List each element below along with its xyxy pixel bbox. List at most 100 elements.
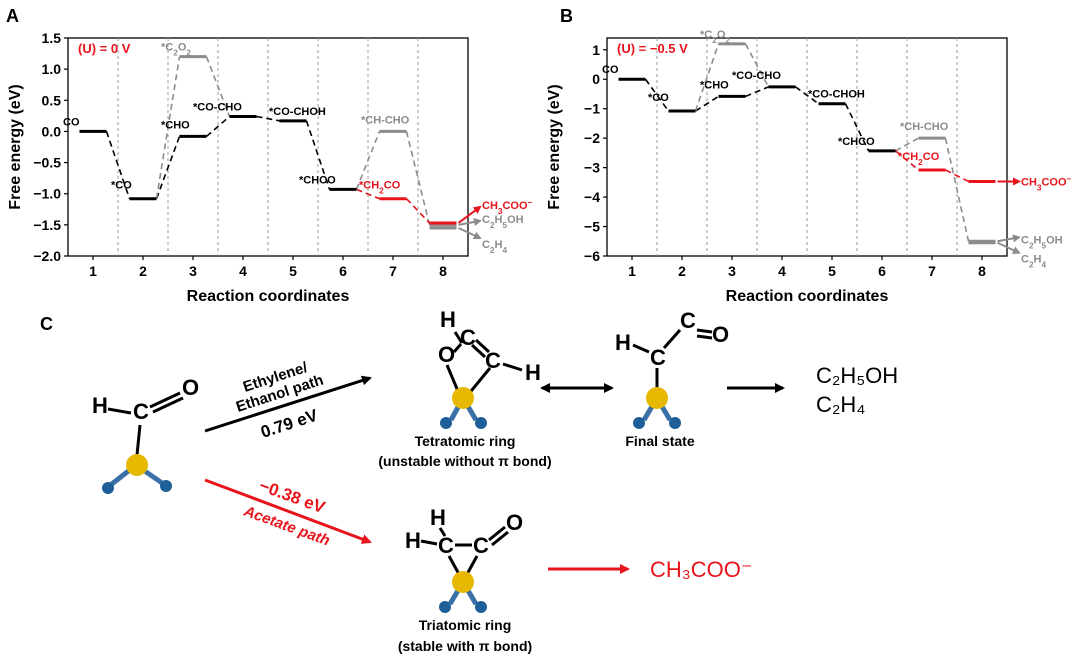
level-label: *C2O2 [161, 42, 191, 58]
pathway-connector [795, 86, 819, 105]
atom-label-c: C [485, 348, 501, 373]
product-label: C2H5OH [482, 214, 524, 230]
atom-label-o: O [712, 322, 729, 347]
level-label: *CHCO [299, 174, 336, 186]
pathway-connector [305, 120, 331, 190]
pathway-connector [644, 78, 670, 112]
pathway-connector [205, 56, 231, 117]
level-label: *CH-CHO [361, 114, 410, 126]
pathway-connector [356, 188, 380, 200]
atom-label-c: C [438, 533, 454, 558]
surface-atom [633, 417, 645, 429]
x-tick-label: 2 [139, 263, 147, 279]
x-tick-label: 1 [628, 263, 636, 279]
y-tick-label: 1.5 [42, 30, 62, 46]
level-label: *CO-CHO [193, 101, 242, 113]
y-tick-label: −2 [584, 130, 600, 146]
y-tick-label: −1.0 [33, 186, 61, 202]
x-tick-label: 3 [728, 263, 736, 279]
final-state-molecule: C H C O [615, 308, 729, 429]
product-arrow [997, 234, 1021, 243]
level-label: *CO-CHO [732, 70, 781, 82]
level-label: *CH2CO [898, 151, 940, 167]
panel-letter-c: C [40, 314, 53, 334]
y-tick-label: −2.0 [33, 248, 61, 264]
metal-atom [126, 454, 148, 476]
y-tick-label: 0 [592, 71, 600, 87]
atom-label-h: H [440, 307, 456, 332]
y-tick-label: 0.0 [42, 123, 62, 139]
level-label: *C2O2 [700, 29, 730, 45]
x-tick-label: 4 [778, 263, 786, 279]
atom-label-c: C [473, 533, 489, 558]
pathway-connector [205, 115, 231, 138]
atom-label-c: C [650, 345, 666, 370]
level-label: *CHCO [838, 136, 875, 148]
metal-atom [452, 571, 474, 593]
x-tick-label: 7 [928, 263, 936, 279]
atom-label-c: C [133, 399, 149, 424]
product-ethanol: C₂H₅OH [816, 363, 898, 388]
tetratomic-ring-molecule: O C C H H [438, 307, 541, 429]
x-tick-label: 1 [89, 263, 97, 279]
pathway-connector [894, 150, 920, 171]
pathway-connector [105, 131, 131, 199]
atom-label-o: O [506, 510, 523, 535]
pathway-connector [744, 43, 770, 88]
pathway-connector [256, 115, 280, 122]
surface-atom [160, 480, 172, 492]
surface-atom [102, 482, 114, 494]
y-axis-label: Free energy (eV) [546, 84, 563, 209]
surface-atom [440, 417, 452, 429]
product-label: CH3COO− [1021, 174, 1072, 192]
ethanol-path-arrow [204, 375, 372, 433]
level-label: *CO [111, 180, 132, 192]
x-tick-label: 5 [828, 263, 836, 279]
atom-label-h: H [430, 505, 446, 530]
x-tick-label: 8 [978, 263, 986, 279]
x-tick-label: 7 [389, 263, 397, 279]
y-axis-label: Free energy (eV) [7, 84, 24, 209]
pathway-connector [944, 137, 970, 242]
x-tick-label: 6 [878, 263, 886, 279]
atom-label-c: C [460, 325, 476, 350]
pathway-connector [355, 131, 381, 190]
product-arrow [458, 227, 482, 240]
y-tick-label: −1 [584, 101, 600, 117]
product-label: C2H4 [482, 239, 508, 255]
x-tick-label: 2 [678, 263, 686, 279]
metal-atom [646, 387, 668, 409]
level-label: *CO-CHOH [269, 106, 326, 118]
x-tick-label: 4 [239, 263, 247, 279]
reaction-scheme: C H O Ethylene/ Ethanol path 0.79 eV −0.… [92, 307, 898, 654]
triatomic-ring-molecule: C C H H O [405, 505, 523, 613]
tri-caption-2: (stable with π bond) [398, 638, 532, 654]
level-label: *CH-CHO [900, 121, 949, 133]
product-arrow [457, 205, 482, 224]
panel-letter-a: A [6, 6, 19, 26]
tetra-caption-1: Tetratomic ring [415, 433, 516, 449]
surface-atom [669, 417, 681, 429]
level-label: CO [602, 64, 619, 76]
x-tick-label: 3 [189, 263, 197, 279]
y-tick-label: 1 [592, 42, 600, 58]
product-label: C2H5OH [1021, 234, 1063, 250]
level-label: *CO [648, 92, 669, 104]
y-tick-label: −3 [584, 160, 600, 176]
level-label: *CHO [700, 79, 729, 91]
surface-atom [475, 601, 487, 613]
potential-label: (U) = −0.5 V [617, 41, 688, 56]
pathway-connector [694, 43, 720, 112]
x-axis-label: Reaction coordinates [726, 288, 889, 305]
atom-label-h: H [525, 360, 541, 385]
y-tick-label: −6 [584, 248, 600, 264]
product-label: CH3COO− [482, 197, 533, 215]
level-label: CO [63, 116, 80, 128]
acetate-path-arrow [204, 478, 372, 544]
product-arrow [458, 218, 482, 226]
pathway-connector [405, 131, 431, 226]
x-tick-label: 8 [439, 263, 447, 279]
